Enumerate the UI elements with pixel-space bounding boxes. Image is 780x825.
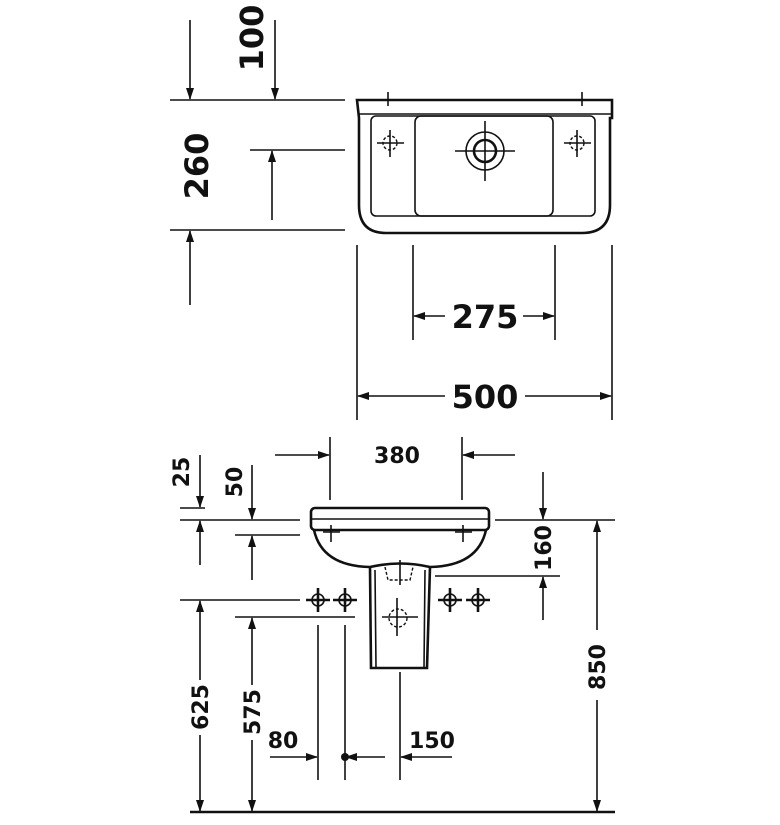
top-view: 100 260 275 500 [170,5,614,420]
front-view: 380 25 50 [170,437,615,814]
tap-hole-icon [377,130,591,157]
dim-80: 80 [268,729,299,754]
dim-25: 25 [170,457,195,488]
sink-front-outline [309,506,491,670]
dim-100: 100 [233,5,271,72]
drain-icon [455,121,515,181]
dim-850: 850 [586,644,611,690]
sink-top-outline [355,92,614,235]
dim-625: 625 [189,684,214,730]
dim-260: 260 [178,133,216,200]
dim-160: 160 [532,525,557,571]
dim-575: 575 [241,689,266,735]
dim-500: 500 [452,378,519,416]
dim-150: 150 [409,729,455,754]
supply-valve-icons [306,588,490,612]
dim-50: 50 [223,467,248,498]
dim-275: 275 [452,298,519,336]
dim-380: 380 [374,444,420,469]
